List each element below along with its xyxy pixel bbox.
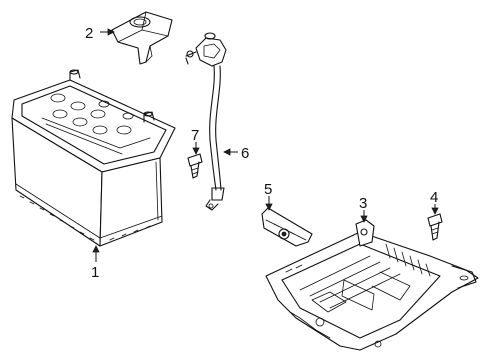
hold-down-clamp [261, 207, 313, 247]
callout-7: 7 [191, 127, 199, 144]
callout-3: 3 [359, 195, 367, 212]
battery [11, 69, 176, 247]
callout-2: 2 [85, 25, 93, 42]
battery-cable [185, 32, 227, 211]
callout-1: 1 [91, 264, 99, 281]
callout-5: 5 [264, 181, 272, 198]
screw [187, 153, 203, 179]
bolt [427, 213, 443, 241]
terminal-cover [111, 11, 173, 65]
battery-tray [265, 219, 479, 351]
callout-4: 4 [430, 189, 438, 206]
callout-6: 6 [241, 145, 249, 162]
leader-lines [92, 28, 439, 262]
